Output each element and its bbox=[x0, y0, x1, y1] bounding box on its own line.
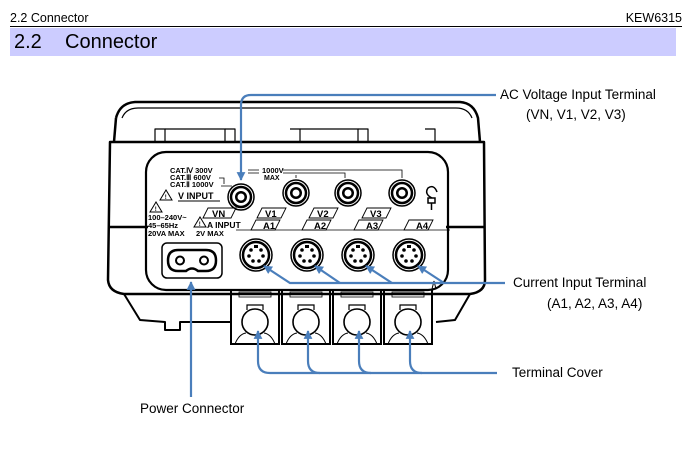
ac-voltage-leader bbox=[236, 93, 496, 181]
power-rating-voltage: 100–240V~ bbox=[148, 213, 187, 222]
max-voltage-label: 1000V bbox=[262, 166, 284, 175]
a3-label: A3 bbox=[366, 221, 378, 232]
header-section-ref: 2.2 Connector bbox=[10, 11, 89, 25]
a1-label: A1 bbox=[263, 221, 276, 232]
ac-voltage-callout-title: AC Voltage Input Terminal bbox=[500, 87, 656, 102]
terminal-cover-3 bbox=[332, 289, 382, 345]
terminal-cover-leader bbox=[253, 330, 497, 375]
svg-text:!: ! bbox=[155, 207, 157, 213]
current-callout-terminals: (A1, A2, A3, A4) bbox=[547, 296, 643, 311]
svg-text:!: ! bbox=[165, 195, 167, 201]
panel-labels: CAT.Ⅳ 300V CAT.Ⅲ 600V CAT.Ⅱ 1000V ! V IN… bbox=[148, 166, 438, 238]
terminal-cover-callout: Terminal Cover bbox=[512, 365, 603, 380]
current-terminal-a3 bbox=[341, 238, 375, 272]
power-rating-frequency: 45–65Hz bbox=[148, 221, 178, 230]
current-terminal-a2 bbox=[290, 238, 324, 272]
v3-label: V3 bbox=[370, 209, 382, 220]
terminal-cover-4 bbox=[383, 280, 437, 345]
a-input-label: A INPUT bbox=[207, 220, 241, 230]
warning-icon: ! bbox=[193, 216, 207, 228]
v1-label: V1 bbox=[265, 209, 277, 220]
a2-label: A2 bbox=[314, 221, 326, 232]
callout-lines bbox=[186, 93, 505, 397]
device-clips bbox=[154, 128, 436, 142]
warning-icon: ! bbox=[159, 189, 173, 201]
a4-label: A4 bbox=[416, 221, 429, 232]
clamp-sensor-icon bbox=[425, 185, 438, 210]
voltage-terminal-vn bbox=[227, 183, 255, 211]
voltage-terminals: VN V1 V2 V3 bbox=[202, 179, 416, 220]
section-heading: 2.2 Connector bbox=[10, 28, 676, 56]
cat2-label: CAT.Ⅱ 1000V bbox=[170, 180, 214, 189]
ac-voltage-callout-terminals: (VN, V1, V2, V3) bbox=[526, 107, 626, 122]
svg-text:!: ! bbox=[199, 222, 201, 228]
terminal-cover-2 bbox=[281, 289, 331, 345]
device-panel bbox=[144, 150, 450, 292]
voltage-terminal-v1 bbox=[282, 179, 310, 207]
section-title: Connector bbox=[65, 31, 158, 53]
power-rating-va: 20VA MAX bbox=[148, 229, 185, 238]
warning-icon: ! bbox=[149, 201, 163, 213]
device-top-rim bbox=[114, 100, 482, 143]
terminal-cover-1 bbox=[230, 289, 280, 345]
current-terminal-a4 bbox=[392, 238, 426, 272]
cat3-label: CAT.Ⅲ 600V bbox=[170, 173, 211, 182]
current-callout-title: Current Input Terminal bbox=[513, 275, 647, 290]
vn-label: VN bbox=[212, 209, 225, 220]
v2-label: V2 bbox=[317, 209, 329, 220]
a-max-label: 2V MAX bbox=[196, 229, 224, 238]
terminal-covers bbox=[230, 280, 437, 345]
max-word-label: MAX bbox=[264, 175, 280, 182]
power-connector-callout: Power Connector bbox=[140, 401, 245, 416]
cat4-label: CAT.Ⅳ 300V bbox=[170, 166, 213, 175]
current-terminal-a1 bbox=[239, 238, 273, 272]
power-connector bbox=[161, 242, 223, 279]
current-terminals: A1 A2 A3 A4 bbox=[236, 219, 450, 272]
header-model: KEW6315 bbox=[625, 11, 682, 25]
section-number: 2.2 bbox=[14, 31, 42, 53]
current-leader-a1 bbox=[263, 265, 505, 285]
v-input-label: V INPUT bbox=[178, 191, 214, 201]
running-header: 2.2 Connector KEW6315 bbox=[10, 10, 682, 27]
voltage-terminal-v2 bbox=[334, 179, 362, 207]
voltage-terminal-v3 bbox=[388, 179, 416, 207]
